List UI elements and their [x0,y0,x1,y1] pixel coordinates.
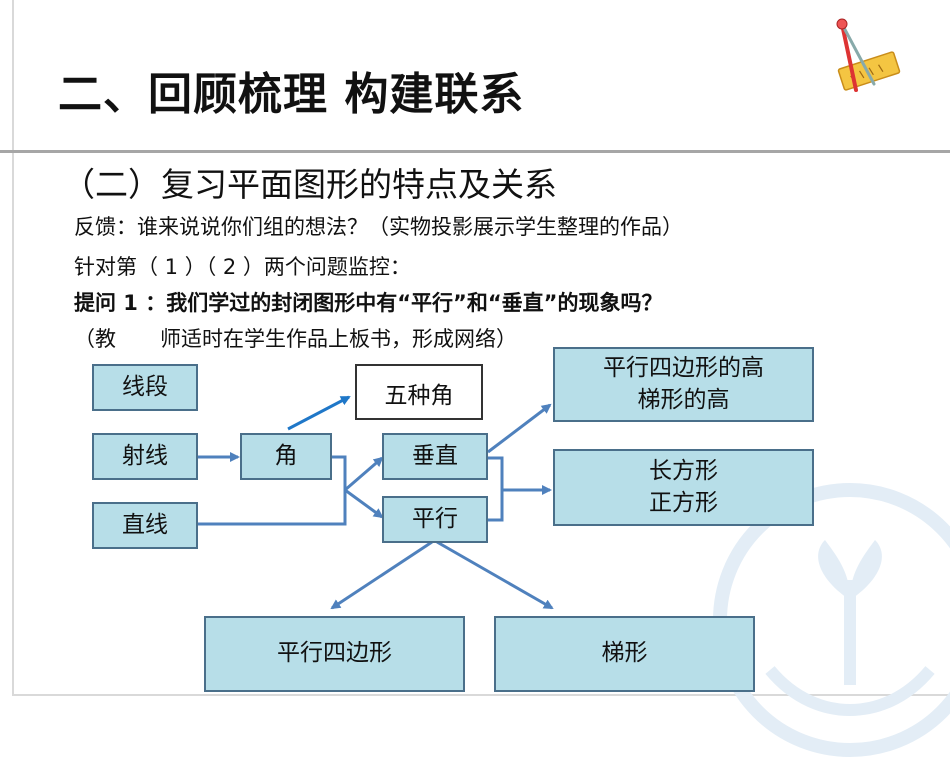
arrow-parallel-to-parallelogram [330,540,433,610]
box-parallel: 平行 [382,496,488,543]
box-segment-label: 线段 [122,373,168,400]
box-ray-label: 射线 [122,442,168,469]
connector-perp-parallel-join [488,456,504,522]
box-angle-label: 角 [274,442,298,469]
box-line-label: 直线 [122,511,168,538]
box-parallelogram-label: 平行四边形 [277,640,392,667]
connector-line-to-split [198,490,347,526]
monitor-text: 针对第（ 1 ）（ 2 ）两个问题监控： [74,255,411,279]
box-segment: 线段 [92,364,198,411]
arrow-parallel-to-trapezoid [436,540,554,610]
compass-ruler-icon [836,18,901,92]
question-text: 提问 1 ：我们学过的封闭图形中有“平行”和“垂直”的现象吗？ [74,291,663,315]
box-heights-label: 平行四边形的高 梯形的高 [603,355,764,413]
box-angle: 角 [240,433,332,480]
box-rectangles: 长方形 正方形 [553,449,814,526]
box-ray: 射线 [92,433,198,480]
box-trapezoid-label: 梯形 [601,640,648,667]
box-line: 直线 [92,502,198,549]
slide-frame-left [12,0,14,696]
slide-frame-bottom [12,694,950,696]
box-heights: 平行四边形的高 梯形的高 [553,347,814,422]
box-trapezoid: 梯形 [494,616,755,692]
connector-angle-to-split [332,455,347,490]
arrow-perpendicular-to-heights [487,403,552,454]
teacher-note: （教 师适时在学生作品上板书，形成网络） [74,323,517,353]
teacher-note-part-a: （教 [74,327,116,351]
box-rectangles-label: 长方形 正方形 [649,458,718,516]
box-perpendicular: 垂直 [382,433,488,480]
feedback-text: 反馈：谁来说说你们组的想法？（实物投影展示学生整理的作品） [74,215,683,239]
box-five-angles: 五种角 [355,364,483,420]
diagram-connectors [198,395,554,610]
teacher-note-part-b: 师适时在学生作品上板书，形成网络） [160,327,517,351]
section-subtitle: （二）复习平面图形的特点及关系 [62,165,557,204]
box-five-angles-label: 五种角 [384,382,454,409]
title-divider [0,150,950,153]
arrow-angle-to-five-angles [287,395,351,431]
box-parallel-label: 平行 [412,505,458,532]
arrow-to-parallel [344,488,384,519]
page-title: 二、回顾梳理 构建联系 [58,69,525,120]
box-parallelogram: 平行四边形 [204,616,465,692]
box-perpendicular-label: 垂直 [412,442,458,469]
arrow-to-perpendicular [344,456,384,492]
